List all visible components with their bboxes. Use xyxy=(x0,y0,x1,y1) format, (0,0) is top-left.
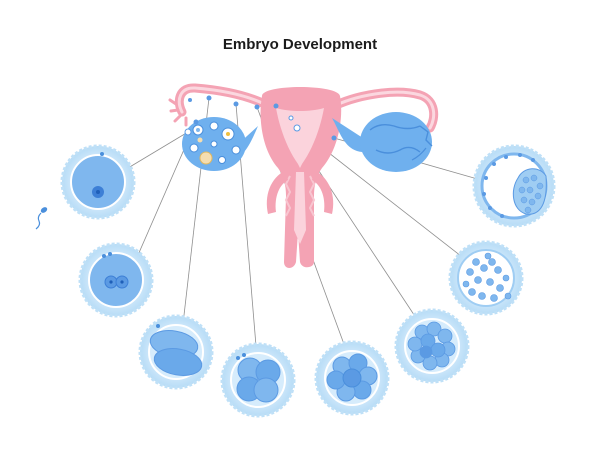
right-ovary xyxy=(332,112,433,172)
stage-four-cell xyxy=(220,342,296,418)
stage-morula xyxy=(394,308,470,384)
sperm-icon xyxy=(35,207,48,230)
stage-early-blastocyst xyxy=(448,240,524,316)
right-fallopian-lumen xyxy=(328,90,436,130)
stage-two-cell xyxy=(138,314,214,390)
uterine-cavity xyxy=(276,108,324,168)
tube-dots xyxy=(184,95,337,141)
stage-eight-cell xyxy=(314,340,390,416)
vaginal-fornix-left xyxy=(266,170,288,214)
cervical-canal xyxy=(294,172,306,244)
stage-oocyte xyxy=(60,144,136,220)
ovarian-follicles xyxy=(189,121,241,165)
stage-blastocyst xyxy=(472,144,556,228)
vaginal-fornix-right xyxy=(312,170,334,214)
stage-zygote xyxy=(78,242,154,318)
uterus xyxy=(168,83,439,268)
left-fimbriae xyxy=(168,98,188,127)
diagram-title: Embryo Development xyxy=(222,36,378,53)
left-fallopian-lumen xyxy=(177,86,274,114)
left-ovary xyxy=(182,117,258,171)
